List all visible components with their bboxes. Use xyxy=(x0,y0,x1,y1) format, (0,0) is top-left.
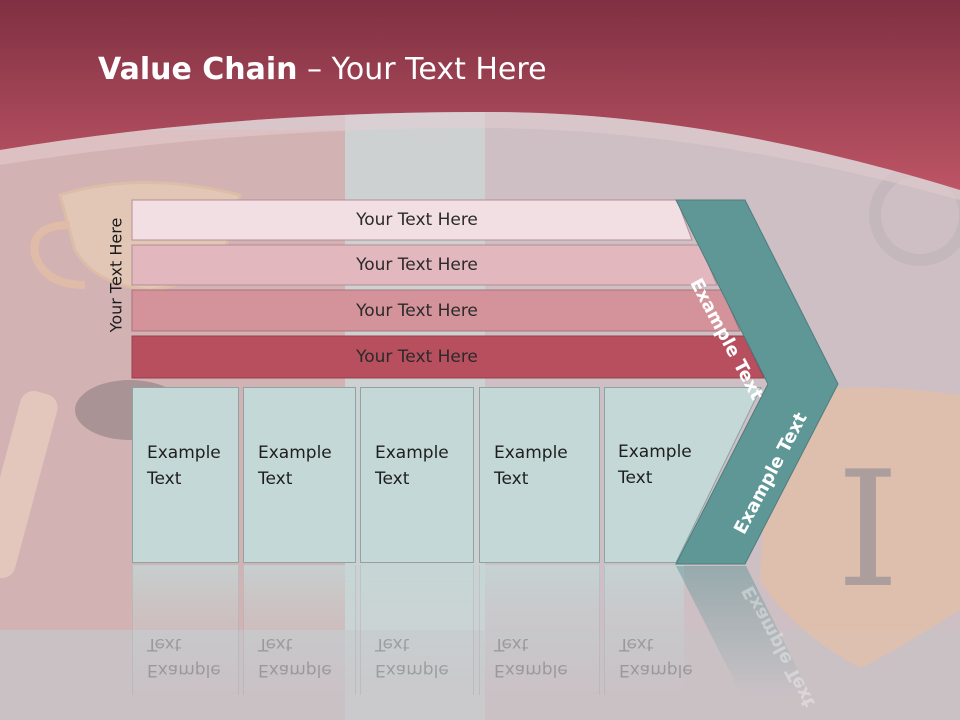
activity-box-2: Example Text xyxy=(243,387,356,563)
slide-title: Value Chain – Your Text Here xyxy=(98,52,547,87)
activity-box-3-reflection: Example Text xyxy=(360,565,474,695)
activity-box-1-label: Example Text xyxy=(147,443,221,489)
activity-box-1-reflection: Example Text xyxy=(132,565,239,695)
activity-box-4-label: Example Text xyxy=(494,443,568,489)
vertical-side-label: Your Text Here xyxy=(105,200,127,350)
activity-box-4: Example Text xyxy=(479,387,600,563)
activity-box-5: Example Text xyxy=(604,387,766,563)
shield-icon: I xyxy=(760,387,960,668)
support-bar-1-label: Your Text Here xyxy=(356,210,478,230)
side-label-text: Your Text Here xyxy=(106,217,126,333)
activity-box-5-reflection: Example Text xyxy=(604,565,693,695)
reflection-3-label: Example Text xyxy=(375,634,449,680)
chevron-reflection xyxy=(676,566,811,696)
activity-box-3: Example Text xyxy=(360,387,474,563)
activity-box-2-label: Example Text xyxy=(258,443,332,489)
reflection-4-label: Example Text xyxy=(494,634,568,680)
title-rest: – Your Text Here xyxy=(297,52,547,87)
activity-box-1: Example Text xyxy=(132,387,239,563)
margin-chevron xyxy=(675,199,839,565)
svg-text:I: I xyxy=(836,436,899,623)
activity-box-2-reflection: Example Text xyxy=(243,565,356,695)
activity-box-3-label: Example Text xyxy=(375,443,449,489)
header-band xyxy=(0,0,960,190)
reflection-2-label: Example Text xyxy=(258,634,332,680)
support-bar-2-label: Your Text Here xyxy=(356,255,478,275)
support-bar-2: Your Text Here xyxy=(131,244,718,286)
activity-box-4-reflection: Example Text xyxy=(479,565,600,695)
support-bar-3: Your Text Here xyxy=(131,289,741,332)
reflection-1-label: Example Text xyxy=(147,634,221,680)
activity-box-5-label: Example Text xyxy=(618,442,692,488)
support-bar-1: Your Text Here xyxy=(131,199,693,241)
support-bar-4-label: Your Text Here xyxy=(356,347,478,367)
title-bold: Value Chain xyxy=(98,52,298,87)
support-bar-3-label: Your Text Here xyxy=(356,300,478,321)
support-bar-4: Your Text Here xyxy=(131,335,765,379)
